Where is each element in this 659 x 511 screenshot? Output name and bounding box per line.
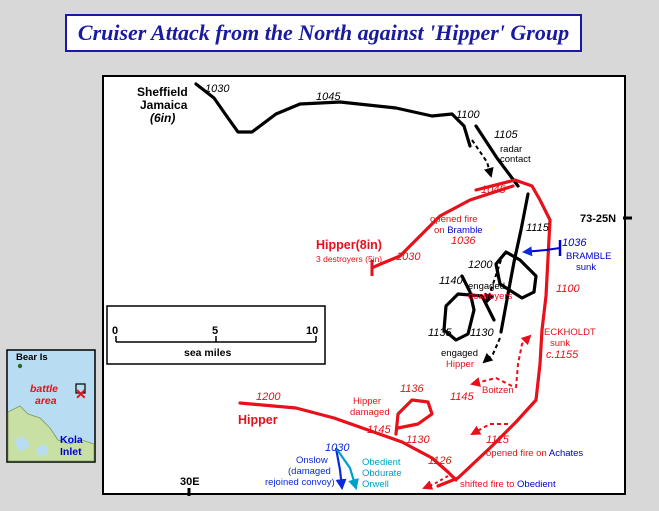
german-time-1036: 1036 [451,235,476,247]
obedient-label-1: Obedient [362,457,401,468]
german-time-1130: 1130 [406,434,431,446]
inset-map: ✕ Bear Is battle area Kola Inlet [6,349,96,463]
hipper-label: Hipper [238,413,278,427]
radar-label-1: radar [500,144,522,155]
sheffield-guns-label: (6in) [150,111,175,125]
german-time-1155: c.1155 [546,349,579,361]
onslow-time-label: 1030 [325,442,350,454]
latitude-label: 73-25N [580,213,616,225]
opened-fire-ship: Bramble [447,225,482,236]
battle-area-label-2: area [35,395,57,407]
engaged-arrow [484,259,502,304]
bear-island-label: Bear Is [16,352,48,363]
german-time-1115: 1115 [486,434,510,446]
german-time-1126: 1126 [428,455,453,467]
achates-fire-arrow [470,423,508,435]
sheffield-label: Sheffield [137,85,188,99]
achates-label: opened fire on Achates [486,448,583,459]
map-frame [102,75,626,495]
onslow-track [334,447,347,491]
british-time-1200: 1200 [468,259,493,271]
boitzen-arrow [470,376,513,387]
obedient-fire-label: shifted fire to Obedient [460,479,556,490]
scale-unit: sea miles [184,347,231,359]
battle-area-marker: ✕ [75,386,87,402]
engaged-destroyers-1: engaged [468,281,505,292]
scale-tick-5: 5 [212,325,218,337]
british-time-1140: 1140 [439,275,464,287]
obedient-track [335,447,359,491]
onslow-label-2: (damaged [288,466,331,477]
jamaica-label: Jamaica [140,98,188,112]
map-title: Cruiser Attack from the North against 'H… [77,20,570,45]
battle-area-label-1: battle [30,383,58,395]
british-time-1115: 1115 [526,222,550,234]
hipper-damaged-label-2: damaged [350,407,390,418]
onslow-label-3: rejoined convoy) [265,477,335,488]
scale-bar: 0 5 10 sea miles [106,305,326,365]
inset-land [7,405,95,462]
german-time-1045: 1045 [481,184,506,196]
opened-fire-label-1: opened fire [430,214,478,225]
engaged-hipper-2: Hipper [446,359,474,370]
opened-fire-label-2: on Bramble [434,225,483,236]
german-time-1145: 1145 [367,424,392,436]
engaged-hipper-1: engaged [441,348,478,359]
bramble-label-1: BRAMBLE [566,251,611,262]
hipper-force-sublabel: 3 destroyers (5in) [316,254,382,264]
obedient-label-2: Obdurate [362,468,402,479]
british-time-1030: 1030 [205,83,230,95]
german-time-1030: 1030 [396,251,421,263]
hipper-force-label: Hipper(8in) [316,238,382,252]
eckholdt-arrow [515,334,532,389]
onslow-label-1: Onslow [296,455,328,466]
scale-tick-10: 10 [306,325,318,337]
german-time-1136: 1136 [400,383,425,395]
engaged-hipper-arrow [482,337,501,364]
radar-label-2: contact [500,154,531,165]
german-track [238,178,552,488]
german-time-1100: 1100 [556,283,581,295]
obedient-ship: Obedient [517,479,556,490]
eckholdt-label-1: ECKHOLDT [544,327,596,338]
german-time-1145b: 1145 [450,391,475,403]
longitude-label: 30E [180,476,200,488]
kola-label-2: Inlet [60,446,82,458]
obedient-label-3: Orwell [362,479,389,490]
title-box: Cruiser Attack from the North against 'H… [65,14,582,52]
hipper-damaged-label-1: Hipper [353,396,381,407]
scale-tick-0: 0 [112,325,118,337]
british-time-1105: 1105 [494,129,519,141]
radar-arrow [471,139,494,178]
eckholdt-label-2: sunk [550,338,570,349]
achates-ship: Achates [549,448,584,459]
german-time-1200: 1200 [256,391,281,403]
bear-island-dot [17,363,23,369]
engaged-destroyers-2: destroyers [468,291,513,302]
british-time-1100: 1100 [456,109,481,121]
battle-area-box [75,383,86,394]
british-time-1045: 1045 [316,91,341,103]
british-time-1130: 1130 [470,327,495,339]
boitzen-label: Boitzen [482,385,514,396]
bramble-time-label: 1036 [562,237,587,249]
bramble-label-2: sunk [576,262,596,273]
british-track [194,82,538,342]
kola-label-1: Kola [60,434,83,446]
bramble-track [522,246,561,257]
british-time-1135: 1135 [428,327,453,339]
